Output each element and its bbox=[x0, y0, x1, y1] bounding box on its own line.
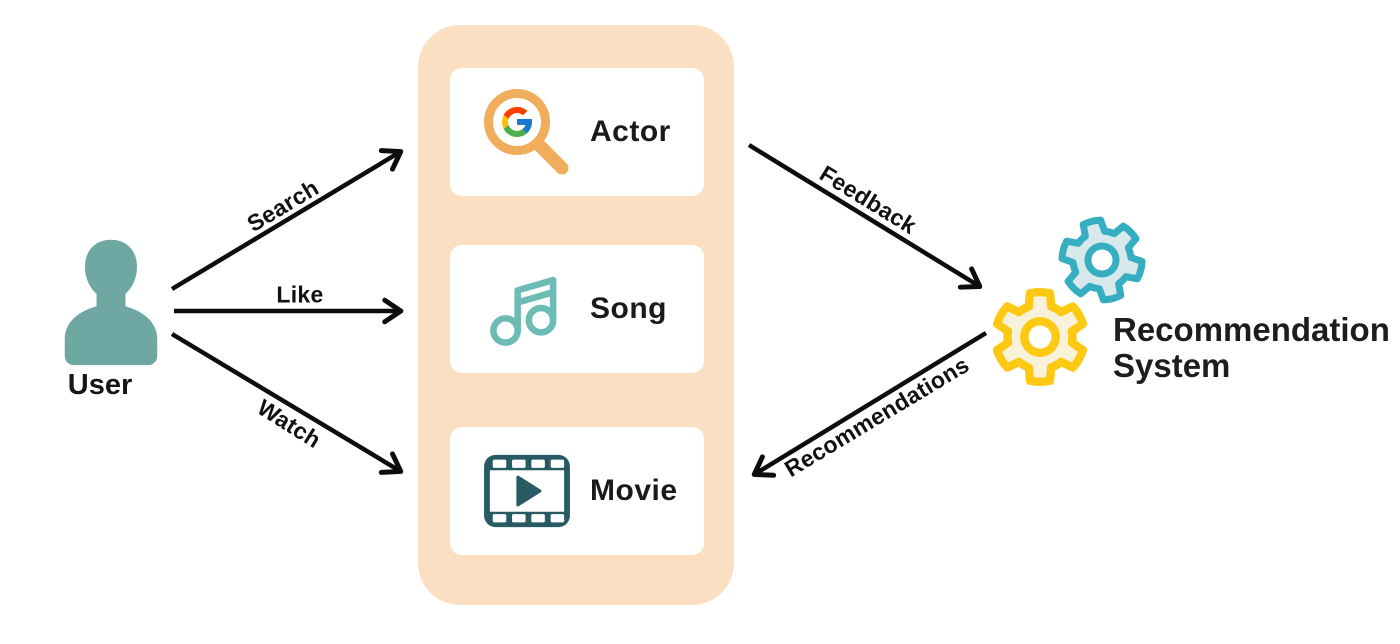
like-arrow-label: Like bbox=[276, 281, 324, 308]
movie-card-label: Movie bbox=[590, 474, 678, 507]
actor-card: Actor bbox=[450, 68, 704, 196]
content-container: Actor Song bbox=[418, 25, 734, 605]
google-search-icon bbox=[476, 80, 578, 184]
movie-card: Movie bbox=[450, 427, 704, 555]
film-strip-icon bbox=[476, 450, 578, 532]
feedback-arrow bbox=[747, 143, 983, 290]
song-card-label: Song bbox=[590, 292, 667, 325]
search-arrow bbox=[170, 148, 404, 291]
user-icon bbox=[64, 239, 158, 366]
music-note-icon bbox=[476, 267, 578, 351]
recommendation-system-label: Recommendation System bbox=[1113, 312, 1390, 384]
gears-icon bbox=[992, 216, 1146, 386]
user-label: User bbox=[67, 369, 133, 401]
song-card: Song bbox=[450, 245, 704, 373]
recommendation-system: Recommendation System bbox=[985, 212, 1395, 402]
recommendation-system-label-line2: System bbox=[1113, 347, 1231, 384]
watch-arrow bbox=[170, 332, 404, 475]
actor-card-label: Actor bbox=[590, 115, 671, 148]
recommendation-system-label-line1: Recommendation bbox=[1113, 311, 1390, 348]
recommendations-arrow bbox=[751, 331, 988, 478]
